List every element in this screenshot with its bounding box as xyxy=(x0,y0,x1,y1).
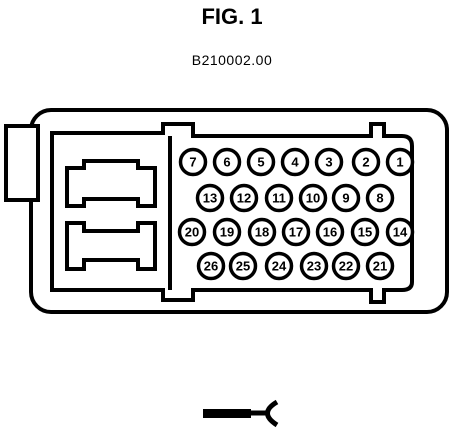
pin-circle xyxy=(280,147,310,177)
pin-cavity: 21 xyxy=(365,251,395,281)
pin-circle xyxy=(365,183,395,213)
female-connector-symbol-icon xyxy=(203,399,279,428)
pin-cavity: 9 xyxy=(331,183,361,213)
pin-number: 19 xyxy=(220,225,234,240)
pin-circle xyxy=(331,251,361,281)
pin-cavity: 8 xyxy=(365,183,395,213)
pin-circle xyxy=(212,217,242,247)
pin-number: 22 xyxy=(339,259,353,274)
pin-cavity: 22 xyxy=(331,251,361,281)
pin-circle xyxy=(247,217,277,247)
pin-number: 9 xyxy=(342,191,349,206)
pin-circle xyxy=(299,251,329,281)
pin-circle xyxy=(212,147,242,177)
pin-circle xyxy=(195,183,225,213)
pin-cavity: 4 xyxy=(280,147,310,177)
pin-number: 14 xyxy=(393,225,408,240)
pin-number: 18 xyxy=(255,225,269,240)
pin-cavity: 18 xyxy=(247,217,277,247)
pin-cavity: 1 xyxy=(385,147,415,177)
pin-cavity: 24 xyxy=(264,251,294,281)
pin-number: 13 xyxy=(203,191,217,206)
pin-circle xyxy=(298,183,328,213)
pin-number: 8 xyxy=(376,191,383,206)
pin-number: 1 xyxy=(396,155,403,170)
pin-circle xyxy=(228,251,258,281)
pin-cavity: 6 xyxy=(212,147,242,177)
pin-number: 12 xyxy=(237,191,251,206)
figure-code: B210002.00 xyxy=(191,52,273,68)
pin-circle xyxy=(196,251,226,281)
pin-number: 11 xyxy=(272,191,286,206)
pin-number: 24 xyxy=(272,259,287,274)
pin-number: 23 xyxy=(307,259,321,274)
pin-circle xyxy=(264,183,294,213)
pin-circle xyxy=(264,251,294,281)
pin-cavity: 13 xyxy=(195,183,225,213)
pin-circle xyxy=(385,147,415,177)
pin-number: 2 xyxy=(362,155,369,170)
pin-cavity: 16 xyxy=(315,217,345,247)
pin-number: 6 xyxy=(223,155,230,170)
pin-number: 4 xyxy=(291,155,299,170)
pin-circle xyxy=(281,217,311,247)
figure-title: FIG. 1 xyxy=(201,4,263,29)
power-terminal-upper xyxy=(65,159,157,208)
pin-number: 15 xyxy=(358,225,372,240)
pin-cavity: 20 xyxy=(177,217,207,247)
pin-circle xyxy=(177,217,207,247)
pin-cavity: 2 xyxy=(351,147,381,177)
pin-cavity: 19 xyxy=(212,217,242,247)
pin-cavity: 3 xyxy=(314,147,344,177)
pin-cavity: 14 xyxy=(385,217,415,247)
locking-latch xyxy=(4,124,40,202)
pin-cavity: 11 xyxy=(264,183,294,213)
pin-number: 10 xyxy=(306,191,320,206)
pin-number: 26 xyxy=(204,259,218,274)
pin-number: 20 xyxy=(185,225,199,240)
pin-cavity: 5 xyxy=(246,147,276,177)
pin-cavity: 26 xyxy=(196,251,226,281)
power-terminal-lower xyxy=(65,221,157,271)
pin-number: 7 xyxy=(189,155,196,170)
pin-number: 25 xyxy=(236,259,250,274)
pin-circle xyxy=(246,147,276,177)
pin-circle xyxy=(350,217,380,247)
pin-circle xyxy=(315,217,345,247)
pin-cavity: 15 xyxy=(350,217,380,247)
pin-circle xyxy=(314,147,344,177)
pin-circle xyxy=(385,217,415,247)
pin-cavity: 12 xyxy=(229,183,259,213)
pin-circle xyxy=(351,147,381,177)
pin-number: 17 xyxy=(289,225,303,240)
pin-circle xyxy=(229,183,259,213)
pin-circle xyxy=(331,183,361,213)
pin-cavity: 23 xyxy=(299,251,329,281)
connector-body xyxy=(29,108,449,314)
pin-cavity: 7 xyxy=(178,147,208,177)
pin-cavity: 17 xyxy=(281,217,311,247)
pin-number: 21 xyxy=(373,259,387,274)
pin-cavity: 25 xyxy=(228,251,258,281)
pin-cavity: 10 xyxy=(298,183,328,213)
pin-circle xyxy=(178,147,208,177)
pin-number: 16 xyxy=(323,225,337,240)
pin-circle xyxy=(365,251,395,281)
pin-number: 5 xyxy=(257,155,264,170)
pin-number: 3 xyxy=(325,155,332,170)
